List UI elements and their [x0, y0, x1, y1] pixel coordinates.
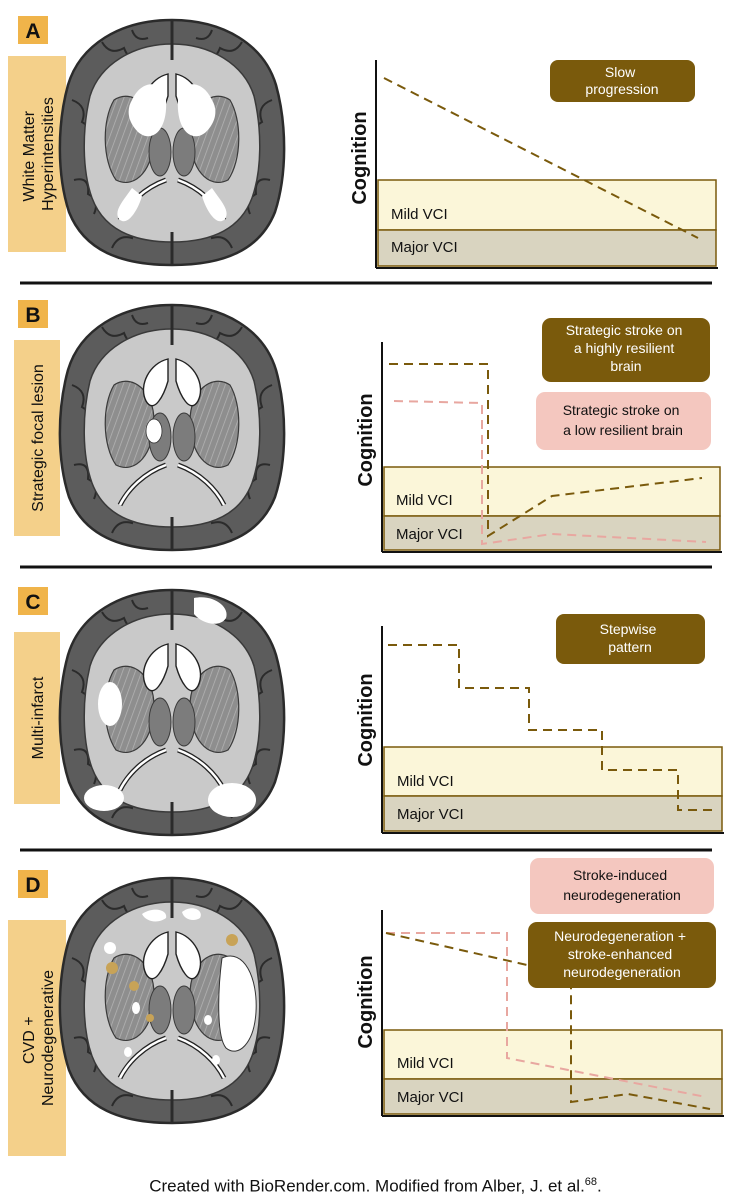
panel-c: C Multi-infarct Cognition Mild VCI Major…: [14, 587, 724, 835]
panel-letter: A: [25, 20, 40, 43]
trajectory-low-resilience: [393, 400, 707, 546]
figure-caption: Created with BioRender.com. Modified fro…: [0, 1176, 751, 1197]
side-label: White Matter Hyperintensities: [21, 97, 57, 211]
y-axis-label: Cognition: [355, 393, 377, 486]
callout-text: Stroke-induced neurodegeneration: [563, 867, 681, 903]
callout-box: [530, 858, 714, 914]
caption-text: Created with BioRender.com. Modified fro…: [149, 1176, 585, 1196]
major-vci-band: [377, 229, 717, 267]
callout-text: Slow progression: [585, 64, 658, 97]
callout-text: Stepwise pattern: [600, 621, 661, 655]
y-axis-label: Cognition: [355, 673, 377, 766]
brain-illustration: [60, 878, 284, 1123]
callout-box: [536, 392, 711, 450]
brain-illustration: [60, 590, 284, 835]
y-axis-label: Cognition: [355, 955, 377, 1048]
brain-illustration: [60, 20, 284, 265]
major-vci-band: [383, 515, 721, 551]
mild-vci-band: [383, 466, 721, 517]
major-vci-band: [383, 795, 723, 832]
trajectory-slow-progression: [383, 77, 699, 239]
mild-vci-label: Mild VCI: [397, 1055, 454, 1072]
major-vci-label: Major VCI: [396, 526, 463, 543]
caption-end: .: [597, 1176, 602, 1196]
panel-letter-box: [18, 300, 48, 328]
callout-text: Strategic stroke on a low resilient brai…: [563, 402, 684, 438]
side-label: Multi-infarct: [30, 676, 47, 759]
panel-letter-box: [18, 16, 48, 44]
trajectory-stepwise: [388, 644, 714, 811]
side-label-box: [14, 340, 60, 536]
trajectory-stroke-enhanced: [385, 932, 711, 1110]
mild-vci-label: Mild VCI: [396, 492, 453, 509]
side-label-box: [14, 632, 60, 804]
panel-d: D CVD + Neurodegenerative Cognition: [8, 858, 724, 1156]
panel-letter: D: [25, 874, 40, 897]
major-vci-label: Major VCI: [397, 806, 464, 823]
mild-vci-band: [383, 746, 723, 797]
side-label: Strategic focal lesion: [30, 364, 47, 512]
panel-letter-box: [18, 587, 48, 615]
callout-box: [556, 614, 705, 664]
trajectory-stroke-induced: [386, 932, 707, 1098]
trajectory-high-resilience: [389, 363, 703, 538]
side-label: CVD + Neurodegenerative: [21, 970, 57, 1106]
callout-text: Neurodegeneration + stroke-enhanced neur…: [554, 928, 690, 980]
callout-box: [550, 60, 695, 102]
mild-vci-label: Mild VCI: [391, 206, 448, 223]
side-label-box: [8, 56, 66, 252]
caption-reference: 68: [584, 1176, 598, 1188]
panel-letter-box: [18, 870, 48, 898]
callout-box: [542, 318, 710, 382]
major-vci-label: Major VCI: [391, 239, 458, 256]
brain-illustration: [60, 305, 284, 550]
y-axis-label: Cognition: [349, 111, 371, 204]
panel-b: B Strategic focal lesion Cognition Mild …: [14, 300, 722, 553]
panel-letter: C: [25, 591, 40, 614]
mild-vci-label: Mild VCI: [397, 773, 454, 790]
callout-box: [528, 922, 716, 988]
callout-text: Strategic stroke on a highly resilient b…: [566, 322, 687, 374]
mild-vci-band: [377, 179, 717, 231]
panel-letter: B: [25, 304, 40, 327]
side-label-box: [8, 920, 66, 1156]
panel-a: A White Matter Hyperintensities Cognitio…: [8, 16, 718, 269]
major-vci-label: Major VCI: [397, 1089, 464, 1106]
major-vci-band: [383, 1078, 723, 1115]
